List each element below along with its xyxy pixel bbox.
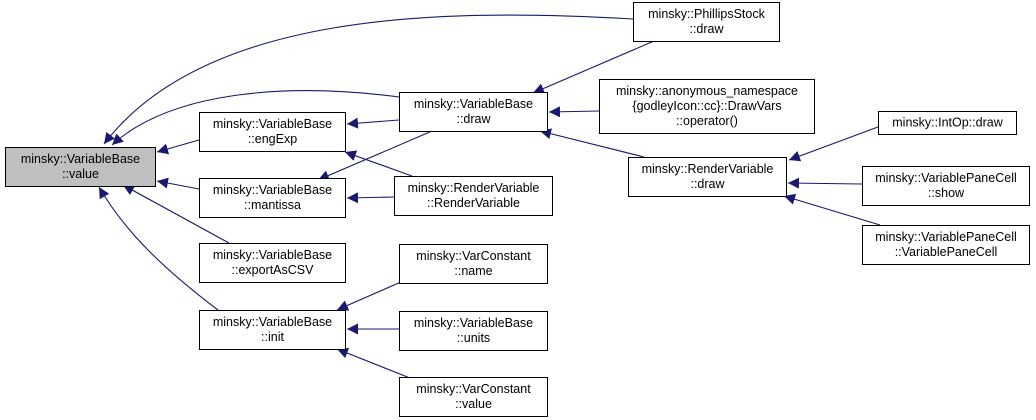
node-label-line: ::init [261, 330, 284, 344]
node-label-line: minsky::VarConstant [416, 382, 531, 396]
edge-drawvars_op-to-vb_draw [548, 106, 600, 118]
node-box [599, 79, 815, 134]
edge-vb_engexp-to-vb_value [156, 139, 200, 155]
node-label-line: ::draw [689, 22, 724, 36]
node-box [394, 176, 553, 216]
node-box [399, 92, 548, 132]
node-box [199, 310, 346, 350]
edge-vb_init-to-vb_value [98, 186, 219, 311]
edge-vc_name-to-vb_init [336, 277, 411, 311]
node-vb_init[interactable]: minsky::VariableBase::init [199, 310, 346, 350]
node-label-line: {godleyIcon::cc}::DrawVars [632, 99, 781, 113]
edge-vc_value-to-vb_init [336, 347, 411, 379]
node-label-line: ::VariablePaneCell [895, 245, 998, 259]
node-intop_draw[interactable]: minsky::IntOp::draw [878, 111, 1017, 135]
node-label-line: ::units [457, 331, 490, 345]
node-box [399, 244, 548, 284]
node-label-line: ::value [455, 397, 492, 411]
edge-vpc_ctor-to-rv_draw [783, 193, 881, 226]
node-vpc_ctor[interactable]: minsky::VariablePaneCell::VariablePaneCe… [862, 225, 1030, 265]
node-label-line: minsky::VariableBase [213, 315, 332, 329]
node-label-line: minsky::RenderVariable [642, 162, 774, 176]
nodes-layer: minsky::VariableBase::valueminsky::Varia… [5, 2, 1030, 417]
edge-vb_exportcsv-to-vb_value [122, 184, 230, 244]
node-label-line: minsky::VariableBase [21, 152, 140, 166]
node-box [199, 243, 346, 283]
node-label-line: minsky::IntOp::draw [892, 116, 1003, 130]
node-label-line: minsky::VariableBase [414, 97, 533, 111]
node-label-line: ::name [454, 264, 492, 278]
node-box [862, 166, 1030, 206]
node-vb_engexp[interactable]: minsky::VariableBase::engExp [199, 112, 346, 152]
node-label-line: ::value [62, 167, 99, 181]
node-label-line: minsky::VariableBase [213, 183, 332, 197]
edge-vb_draw-to-vb_mantissa [317, 130, 433, 181]
node-drawvars_op[interactable]: minsky::anonymous_namespace{godleyIcon::… [599, 79, 815, 134]
node-box [199, 112, 346, 152]
edges-layer [98, 14, 881, 379]
node-label-line: ::exportAsCSV [232, 263, 315, 277]
node-vpc_show[interactable]: minsky::VariablePaneCell::show [862, 166, 1030, 206]
node-label-line: ::RenderVariable [427, 196, 520, 210]
edge-phillips_draw-to-vb_value [103, 14, 634, 145]
node-label-line: minsky::VariablePaneCell [875, 171, 1017, 185]
edge-rv_ctor-to-vb_mantissa [346, 192, 395, 204]
edge-vpc_show-to-rv_draw [787, 177, 863, 189]
edge-rv_ctor-to-vb_engexp [344, 150, 413, 177]
node-vc_name[interactable]: minsky::VarConstant::name [399, 244, 548, 284]
node-label-line: minsky::VarConstant [416, 249, 531, 263]
node-rv_draw[interactable]: minsky::RenderVariable::draw [628, 157, 787, 197]
node-vb_draw[interactable]: minsky::VariableBase::draw [399, 92, 548, 132]
node-box [878, 111, 1017, 135]
edge-vb_mantissa-to-vb_value [156, 177, 200, 190]
node-label-line: minsky::VariablePaneCell [875, 230, 1017, 244]
node-box [862, 225, 1030, 265]
node-vb_mantissa[interactable]: minsky::VariableBase::mantissa [199, 178, 346, 218]
node-vb_units[interactable]: minsky::VariableBase::units [399, 311, 548, 351]
node-phillips_draw[interactable]: minsky::PhillipsStock::draw [633, 2, 780, 42]
node-label-line: minsky::VariableBase [213, 248, 332, 262]
node-vb_exportcsv[interactable]: minsky::VariableBase::exportAsCSV [199, 243, 346, 283]
node-box [5, 147, 156, 187]
node-box [399, 377, 548, 417]
node-label-line: ::operator() [676, 114, 738, 128]
node-label-line: ::engExp [248, 132, 297, 146]
node-box [633, 2, 780, 42]
node-label-line: ::draw [456, 112, 491, 126]
node-box [628, 157, 787, 197]
edge-vb_draw-to-vb_value [111, 90, 400, 146]
node-box [199, 178, 346, 218]
node-vb_value[interactable]: minsky::VariableBase::value [5, 147, 156, 187]
node-label-line: ::draw [690, 177, 725, 191]
node-rv_ctor[interactable]: minsky::RenderVariable::RenderVariable [394, 176, 553, 216]
edge-vb_draw-to-vb_engexp [346, 117, 400, 129]
node-label-line: minsky::VariableBase [414, 316, 533, 330]
edge-rv_draw-to-vb_draw [539, 128, 645, 158]
node-label-line: minsky::anonymous_namespace [616, 84, 798, 98]
edge-intop_draw-to-rv_draw [788, 126, 879, 162]
node-box [399, 311, 548, 351]
node-label-line: ::mantissa [244, 198, 301, 212]
node-label-line: ::show [928, 186, 965, 200]
node-vc_value[interactable]: minsky::VarConstant::value [399, 377, 548, 417]
edge-phillips_draw-to-vb_draw [532, 40, 655, 94]
node-label-line: minsky::PhillipsStock [648, 7, 765, 21]
node-label-line: minsky::RenderVariable [408, 181, 540, 195]
node-label-line: minsky::VariableBase [213, 117, 332, 131]
